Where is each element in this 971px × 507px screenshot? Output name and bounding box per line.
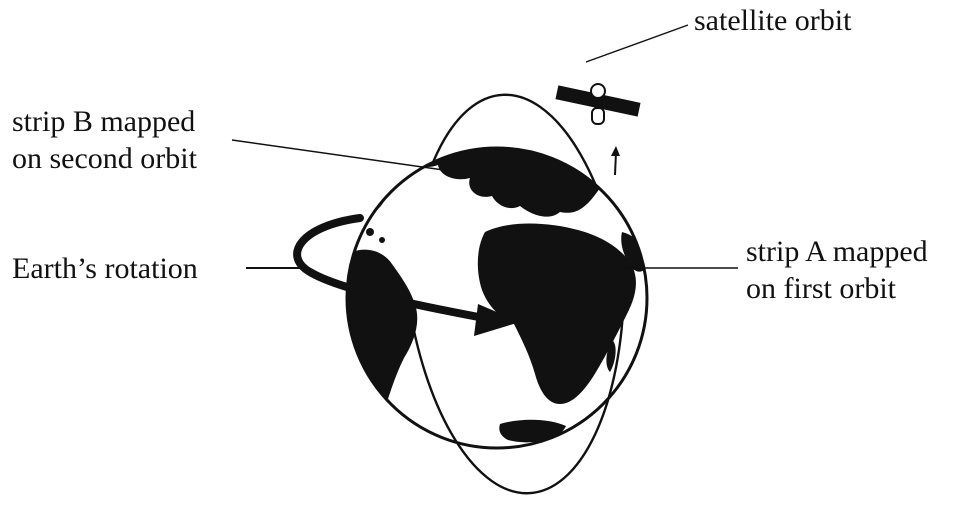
island-dot	[366, 228, 374, 236]
earth-globe-icon	[345, 120, 647, 448]
strip-a-label: strip A mapped on first orbit	[746, 233, 928, 307]
continent-antarctica	[499, 420, 566, 443]
satellite-icon	[555, 84, 640, 124]
leader-satellite-orbit	[586, 25, 688, 62]
strip-b-label: strip B mapped on second orbit	[12, 103, 197, 177]
small-up-arrow-icon	[611, 146, 620, 175]
earth-rotation-label-text: Earth’s rotation	[12, 252, 198, 285]
island-dot	[379, 237, 385, 243]
earth-rotation-label: Earth’s rotation	[12, 250, 198, 287]
strip-b-label-line2: on second orbit	[12, 140, 197, 177]
strip-b-label-line1: strip B mapped	[12, 103, 197, 140]
satellite-orbit-label: satellite orbit	[694, 2, 851, 39]
strip-a-label-line1: strip A mapped	[746, 233, 928, 270]
strip-a-label-line2: on first orbit	[746, 270, 928, 307]
satellite-orbit-label-text: satellite orbit	[694, 4, 851, 37]
